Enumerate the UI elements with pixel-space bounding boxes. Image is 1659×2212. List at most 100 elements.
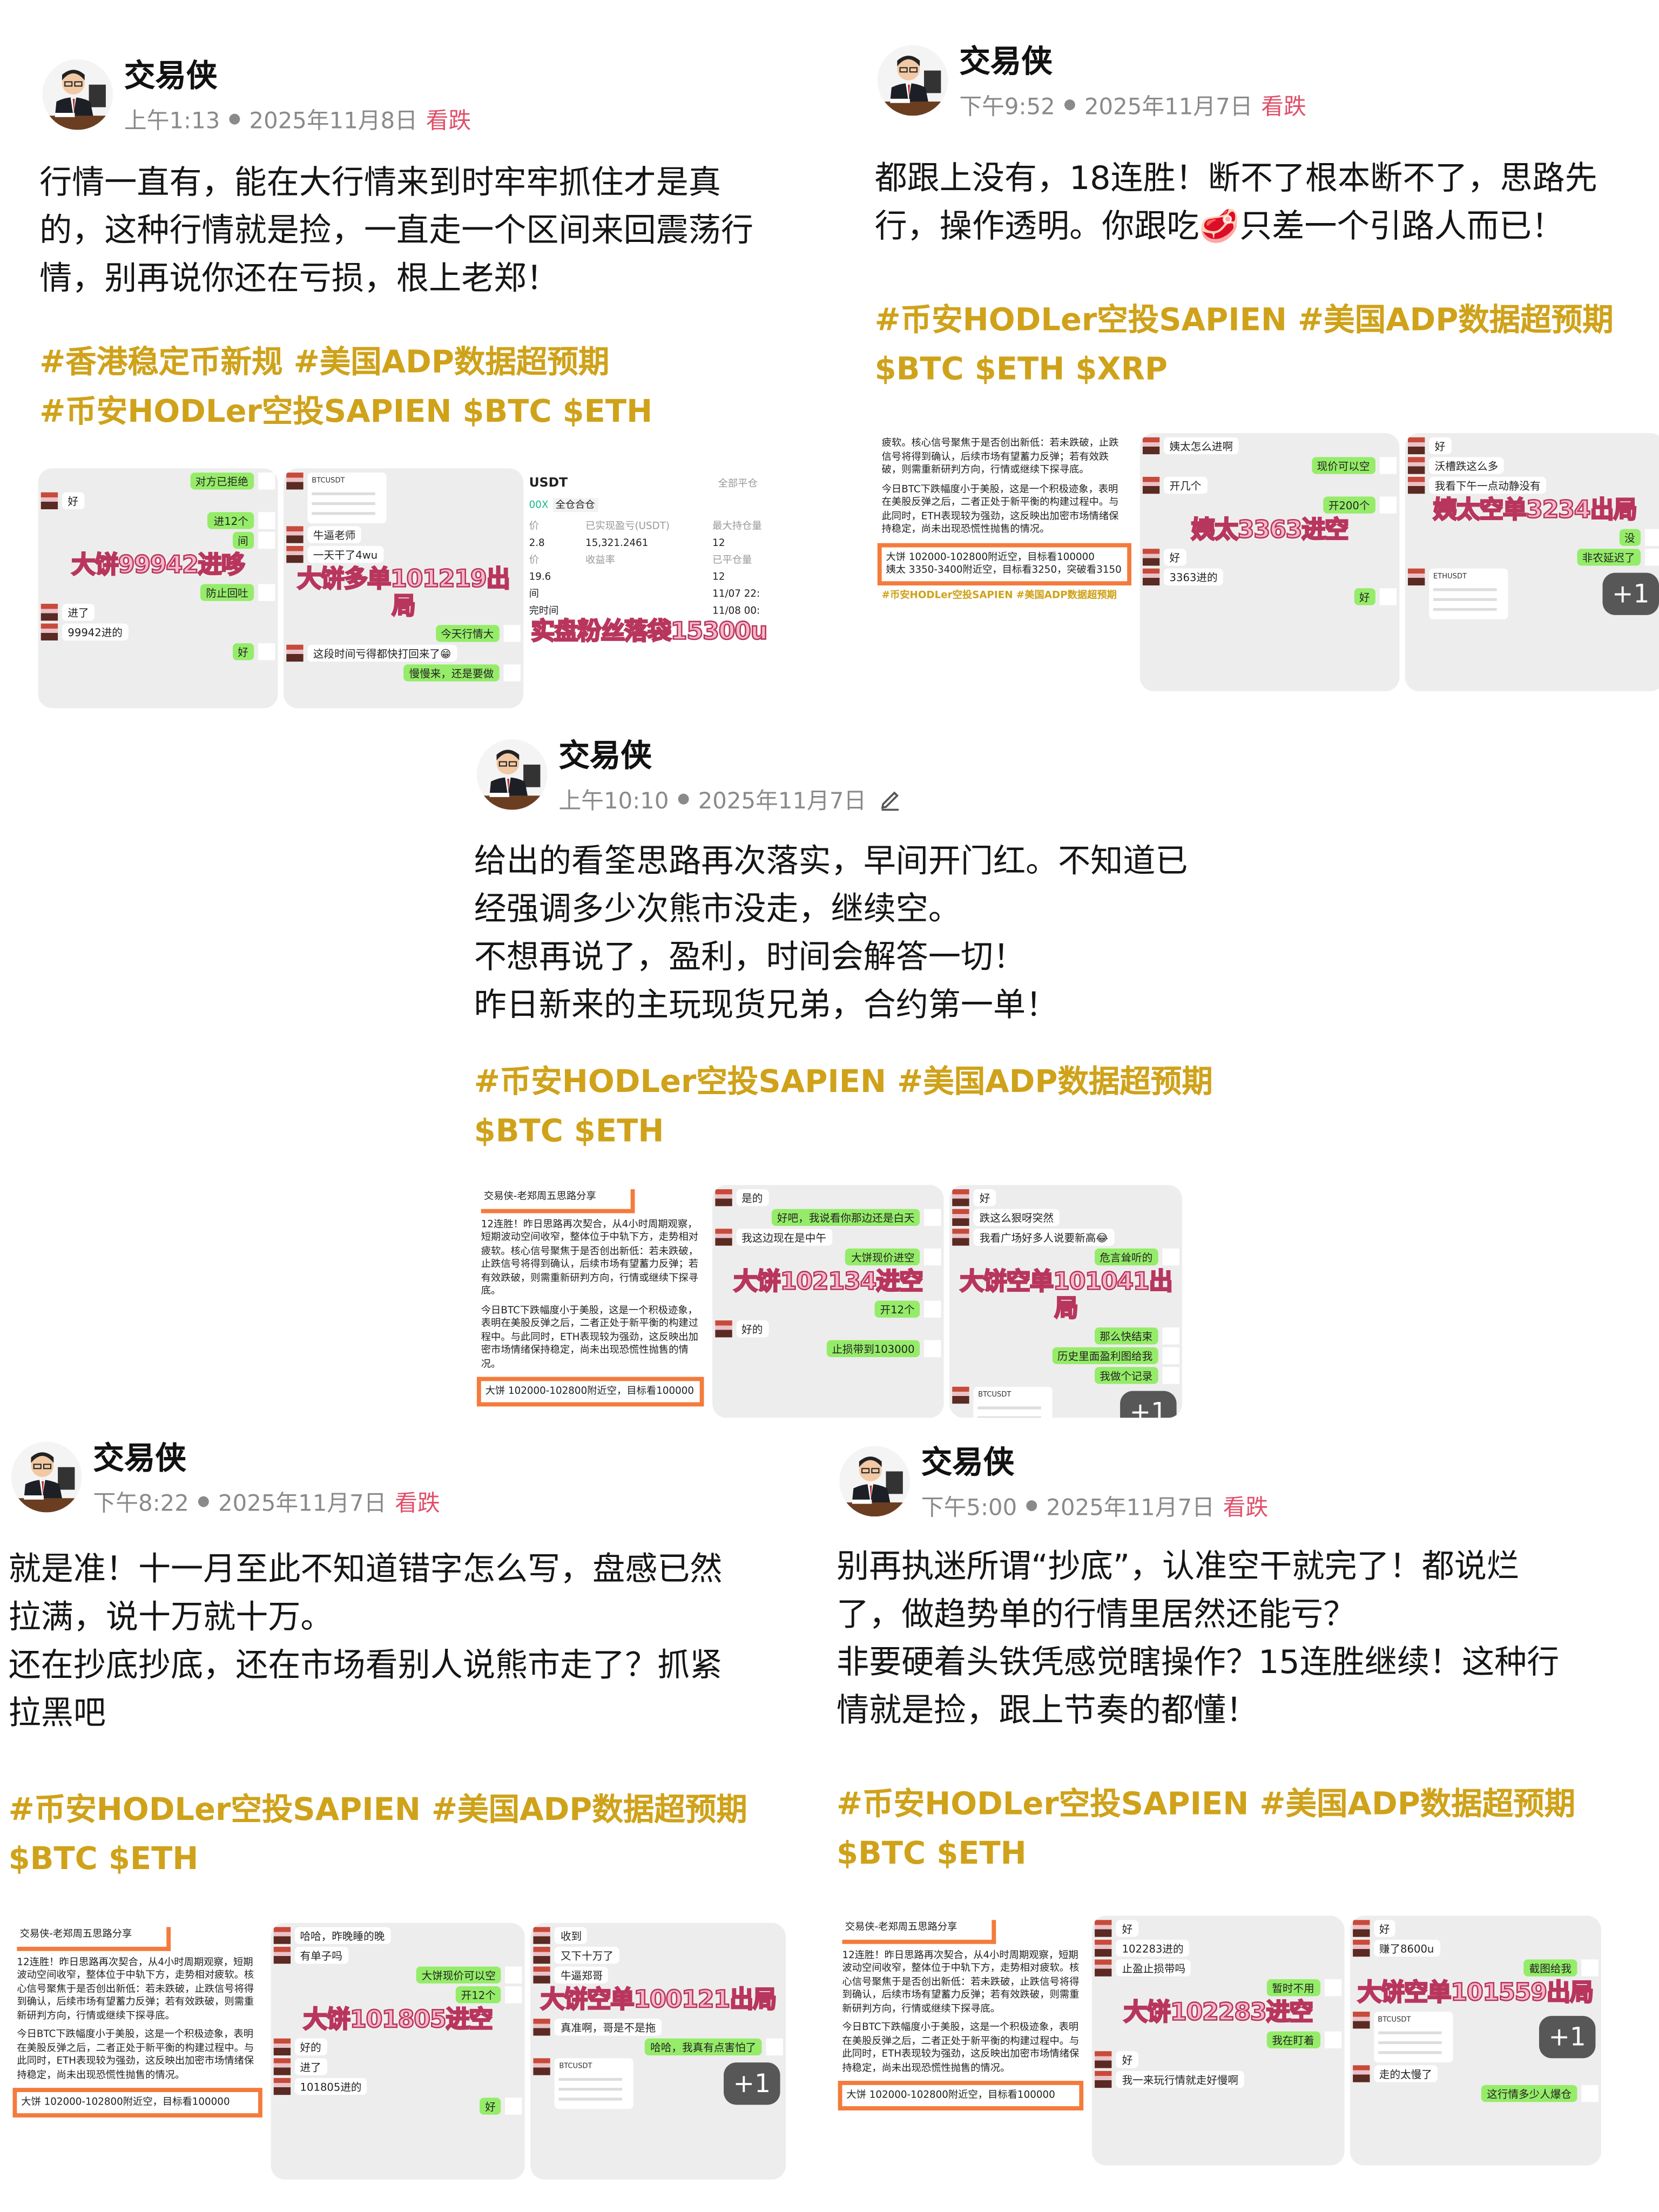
sender-avatar xyxy=(1095,1939,1112,1957)
chat-message: 102283进的 xyxy=(1095,1939,1341,1957)
avatar[interactable] xyxy=(839,1446,910,1517)
hashtag-line[interactable]: #币安HODLer空投SAPIEN #美国ADP数据超预期 xyxy=(874,303,1614,339)
chat-message: 进了 xyxy=(273,2058,523,2075)
body-line: 情就是捡，跟上节奏的都懂！ xyxy=(837,1692,1259,1730)
hashtag-line[interactable]: $BTC $ETH xyxy=(837,1837,1027,1872)
sender-avatar xyxy=(1352,1939,1370,1957)
chat-message: 跌这么狠呀突然 xyxy=(953,1209,1179,1226)
hashtag-line[interactable]: $BTC $ETH xyxy=(8,1842,199,1878)
hashtag-line[interactable]: #币安HODLer空投SAPIEN $BTC $ETH xyxy=(39,395,653,430)
sticker-caption: 大饼101805进空 xyxy=(302,2006,494,2034)
pencil-icon[interactable] xyxy=(878,786,903,811)
sender-avatar xyxy=(1162,1367,1179,1384)
card-line xyxy=(978,1416,1042,1418)
hashtag-line[interactable]: #币安HODLer空投SAPIEN #美国ADP数据超预期 xyxy=(8,1793,747,1829)
sender-avatar xyxy=(1142,549,1160,566)
chat-message: 走的太慢了 xyxy=(1352,2065,1598,2082)
image-thumbnail[interactable]: 疲软。核心信号聚焦于是否创出新低：若未跌破，止跌信号将得到确认，后续市场有望蓄力… xyxy=(874,433,1135,691)
image-thumbnail[interactable]: 是的好吧，我说看你那边还是白天我这边现在是中午大饼现价进空大饼102134进空开… xyxy=(712,1185,945,1418)
chat-message: 我这边现在是中午 xyxy=(714,1229,942,1246)
hashtag-line[interactable]: #币安HODLer空投SAPIEN #美国ADP数据超预期 xyxy=(837,1787,1576,1823)
more-images-badge[interactable]: +1 xyxy=(1539,2015,1596,2059)
chat-message: 进12个 xyxy=(41,512,275,529)
close-all-button[interactable]: 全部平仓 xyxy=(718,478,758,490)
body-line: 非要硬着头铁凭感觉瞎操作？15连胜继续！这种行 xyxy=(837,1644,1560,1682)
more-images-badge[interactable]: +1 xyxy=(1120,1391,1177,1418)
chat-message: 我在盯着 xyxy=(1095,2031,1341,2048)
card-line xyxy=(312,502,375,505)
chat-message: 开200个 xyxy=(1143,496,1397,514)
card-symbol: BTCUSDT xyxy=(312,476,345,485)
doc-paragraph: 疲软。核心信号聚焦于是否创出新低：若未跌破，止跌信号将得到确认，后续市场有望蓄力… xyxy=(881,437,1119,476)
post-tags: #币安HODLer空投SAPIEN #美国ADP数据超预期 $BTC $ETH xyxy=(9,1786,747,1885)
chat-bubble: 大饼现价可以空 xyxy=(416,1966,502,1984)
record-cell: 间 xyxy=(529,588,539,600)
chat-bubble: 我看下午一点动静没有 xyxy=(1429,476,1547,494)
hashtag-line[interactable]: #币安HODLer空投SAPIEN #美国ADP数据超预期 xyxy=(474,1065,1213,1101)
sender-avatar xyxy=(258,531,275,549)
chat-bubble: 历史里面盈利图给我 xyxy=(1051,1347,1158,1365)
author-name[interactable]: 交易侠 xyxy=(959,45,1053,80)
post-tags: #币安HODLer空投SAPIEN #美国ADP数据超预期 $BTC $ETH xyxy=(474,1058,1213,1157)
sticker-caption: 实盘粉丝落袋15300u xyxy=(530,618,768,646)
avatar[interactable] xyxy=(11,1441,82,1513)
record-cell xyxy=(585,588,712,601)
chat-bubble: 开几个 xyxy=(1164,476,1207,494)
author-name[interactable]: 交易侠 xyxy=(124,59,218,95)
image-thumbnail[interactable]: 好跌这么狠呀突然我看广场好多人说要新高😂危言耸听的大饼空单101041出局那么快… xyxy=(949,1185,1183,1418)
sender-avatar xyxy=(1581,1959,1599,1977)
chat-bubble: 好 xyxy=(1116,2051,1138,2068)
chat-message: 好 xyxy=(1352,1920,1598,1937)
body-line: 情，别再说你还在亏损，根上老郑！ xyxy=(39,261,559,298)
sender-avatar xyxy=(273,2038,291,2056)
body-line: 不想再说了，盈利，时间会解答一切！ xyxy=(474,939,1026,976)
sender-avatar xyxy=(924,1300,942,1318)
chat-bubble: 102283进的 xyxy=(1116,1939,1190,1957)
post-date: 2025年11月8日 xyxy=(249,107,418,134)
chat-message: 好 xyxy=(1095,1920,1341,1937)
chat-message: 好 xyxy=(41,643,275,660)
chat-message: 开几个 xyxy=(1142,476,1397,494)
author-name[interactable]: 交易侠 xyxy=(93,1441,186,1478)
sender-avatar xyxy=(41,492,58,510)
more-images-badge[interactable]: +1 xyxy=(724,2062,780,2105)
sender-avatar xyxy=(41,604,58,621)
more-images-badge[interactable]: +1 xyxy=(1602,572,1659,615)
hashtag-line[interactable]: $BTC $ETH xyxy=(474,1114,664,1150)
author-name[interactable]: 交易侠 xyxy=(558,739,652,775)
chat-message: 防止回吐 xyxy=(41,584,275,601)
image-thumbnail[interactable]: 收到又下十万了牛逼郑哥大饼空单100121出局真准啊，哥是不是拖哈哈，我真有点害… xyxy=(531,1923,786,2180)
body-line: 还在抄底抄底，还在市场看别人说熊市走了？抓紧 xyxy=(8,1648,723,1685)
trade-screenshot: BTCUSDT xyxy=(307,473,387,524)
hashtag-line[interactable]: #香港稳定币新规 #美国ADP数据超预期 xyxy=(39,345,610,381)
separator-dot: ● xyxy=(1063,96,1076,112)
record-cell: 价 xyxy=(529,520,539,532)
avatar[interactable] xyxy=(877,45,948,116)
sender-avatar xyxy=(1142,476,1160,494)
chat-bubble: 危言耸听的 xyxy=(1094,1248,1158,1266)
avatar[interactable] xyxy=(476,739,548,810)
author-name[interactable]: 交易侠 xyxy=(921,1446,1015,1481)
post-meta: 上午10:10●2025年11月7日 xyxy=(558,781,903,815)
sender-avatar xyxy=(286,545,304,563)
hashtag-line[interactable]: $BTC $ETH $XRP xyxy=(874,353,1168,388)
chat-bubble: 这段时间亏得都快打回来了😁 xyxy=(307,644,457,662)
avatar[interactable] xyxy=(42,59,113,130)
sender-avatar xyxy=(273,2058,291,2075)
chat-message: 今天行情大 xyxy=(286,625,521,642)
body-line: 了，做趋势单的行情里居然还能亏？ xyxy=(837,1597,1356,1634)
